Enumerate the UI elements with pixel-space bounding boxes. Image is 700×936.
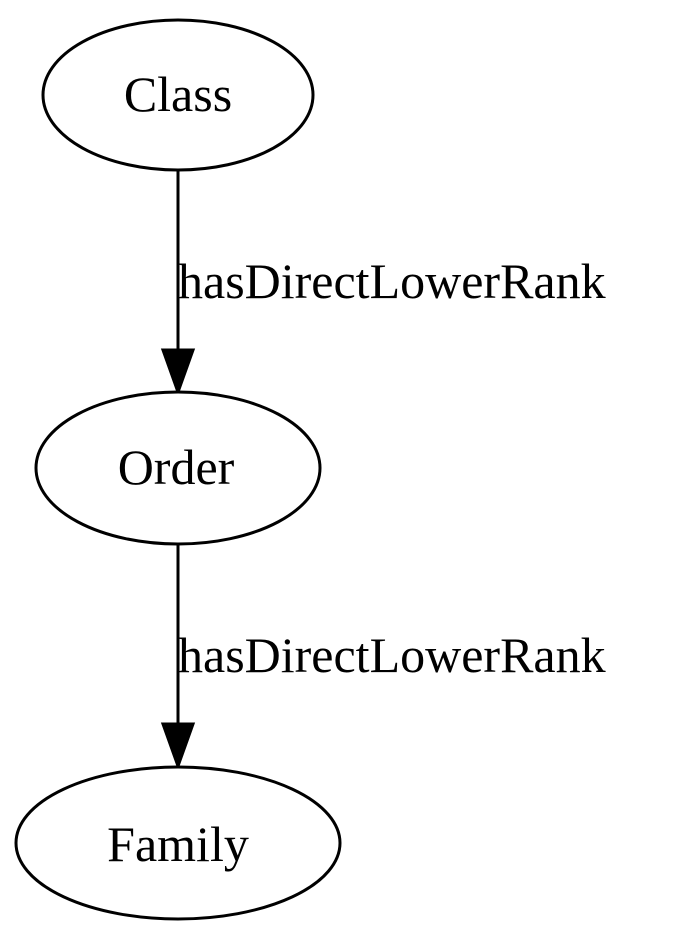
node-family: Family xyxy=(14,765,342,921)
edge-class-to-order: hasDirectLowerRank xyxy=(160,170,606,397)
edge-label-class-order: hasDirectLowerRank xyxy=(178,253,606,309)
arrowhead-order xyxy=(160,348,196,397)
node-class: Class xyxy=(41,18,315,172)
edge-label-order-family: hasDirectLowerRank xyxy=(178,627,606,683)
node-class-label: Class xyxy=(124,66,232,122)
edge-order-to-family: hasDirectLowerRank xyxy=(160,544,606,771)
node-family-ellipse xyxy=(14,765,342,921)
node-order-ellipse xyxy=(34,390,322,546)
node-family-label: Family xyxy=(107,816,249,872)
node-class-ellipse xyxy=(41,18,315,172)
node-order: Order xyxy=(34,390,322,546)
node-order-label: Order xyxy=(118,439,235,495)
arrowhead-family xyxy=(160,722,196,771)
